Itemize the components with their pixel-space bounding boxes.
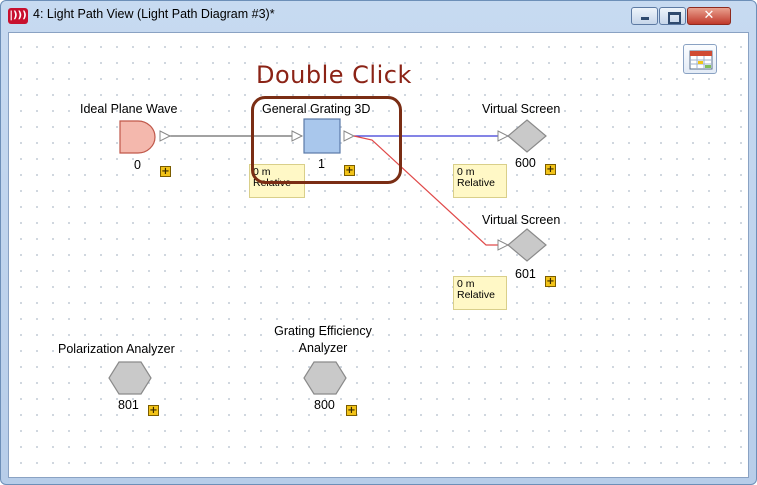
window-title: 4: Light Path View (Light Path Diagram #… [33,7,275,21]
virtual-screen-601-mode: Relative [457,289,495,301]
general-grating-label: General Grating 3D [262,102,371,116]
close-icon: ✕ [703,8,715,23]
virtual-screen-600-position-tag[interactable]: 0 m Relative [453,164,507,198]
diagram-canvas[interactable] [8,32,749,478]
maximize-icon [668,12,681,24]
grating-efficiency-analyzer-expand-icon[interactable]: + [346,405,357,416]
close-button[interactable]: ✕ [687,7,731,25]
ideal-plane-wave-index: 0 [134,158,141,172]
virtual-screen-601-label: Virtual Screen [482,213,561,227]
double-click-annotation: Double Click [256,61,412,89]
virtual-screen-600-mode: Relative [457,177,495,189]
grating-efficiency-analyzer-index: 800 [314,398,335,412]
virtual-screen-600-index: 600 [515,156,536,170]
title-bar[interactable]: |))) 4: Light Path View (Light Path Diag… [1,1,756,31]
virtual-screen-601-position-tag[interactable]: 0 m Relative [453,276,507,310]
virtual-screen-600-label: Virtual Screen [482,102,561,116]
table-grid-icon [689,50,713,70]
grating-efficiency-analyzer-label-line1: Grating Efficiency [274,324,372,338]
virtual-screen-600-expand-icon[interactable]: + [545,164,556,175]
app-logo-icon: |))) [8,8,28,24]
minimize-icon [641,17,649,20]
virtual-screen-601-expand-icon[interactable]: + [545,276,556,287]
general-grating-expand-icon[interactable]: + [344,165,355,176]
polarization-analyzer-index: 801 [118,398,139,412]
maximize-button[interactable] [659,7,686,25]
polarization-analyzer-label: Polarization Analyzer [58,342,175,356]
grating-efficiency-analyzer-label-line2: Analyzer [298,341,348,355]
general-grating-index: 1 [318,157,325,171]
virtual-screen-601-index: 601 [515,267,536,281]
minimize-button[interactable] [631,7,658,25]
virtual-screen-601-distance: 0 m [457,278,475,290]
ideal-plane-wave-label: Ideal Plane Wave [80,102,178,116]
catalog-tool-button[interactable] [683,44,717,74]
ideal-plane-wave-expand-icon[interactable]: + [160,166,171,177]
highlight-box [251,96,402,184]
virtual-screen-600-distance: 0 m [457,166,475,178]
polarization-analyzer-expand-icon[interactable]: + [148,405,159,416]
